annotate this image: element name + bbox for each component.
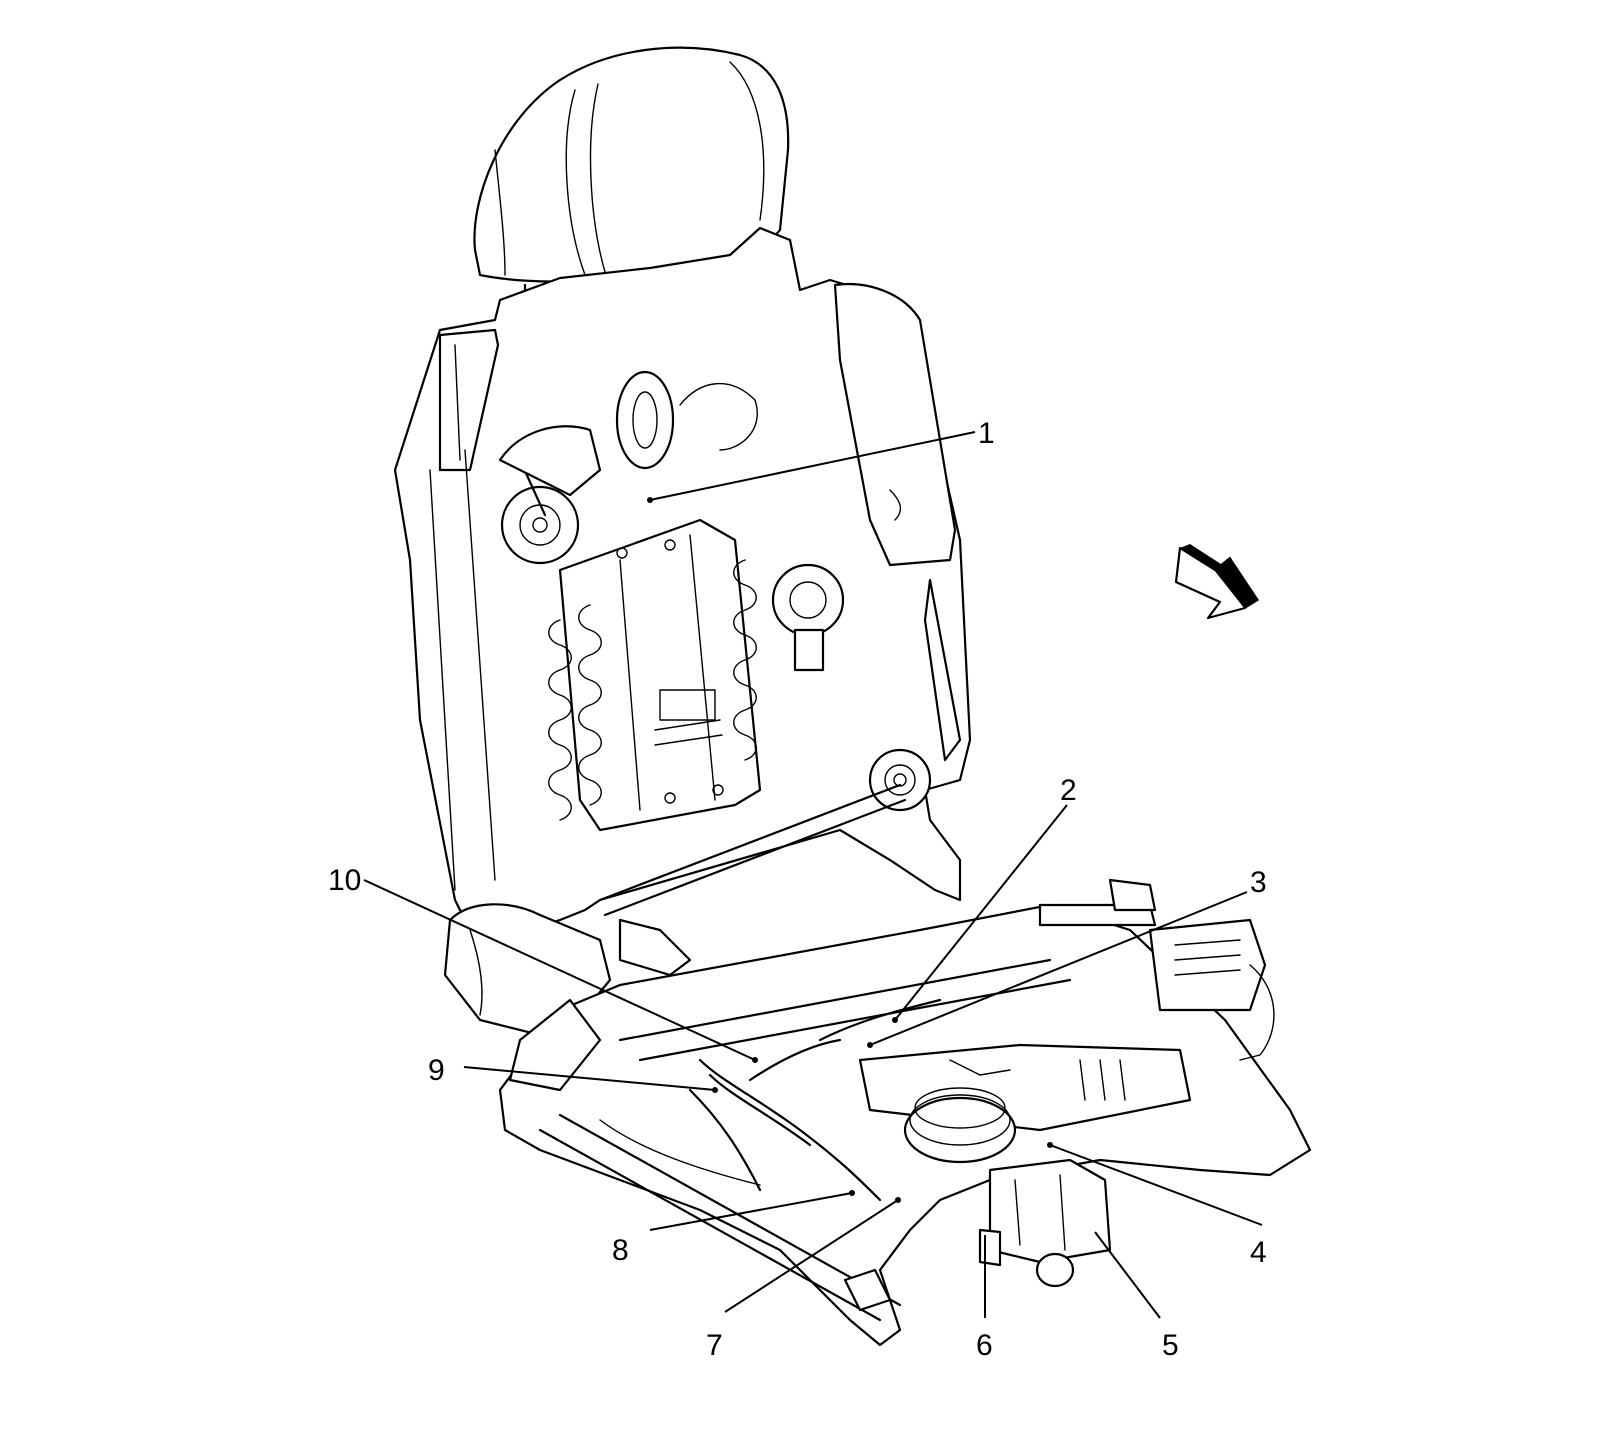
leader-10	[363, 879, 756, 1061]
callout-7: 7	[706, 1329, 723, 1362]
lumbar-support	[548, 518, 762, 832]
seat-illustration	[393, 46, 1312, 1347]
leader-2	[894, 804, 1068, 1021]
leader-3	[869, 891, 1248, 1046]
leader-9	[463, 1066, 716, 1091]
callout-10: 10	[328, 864, 361, 897]
callout-8: 8	[612, 1234, 629, 1267]
leader-5	[1094, 1231, 1161, 1319]
callout-4: 4	[1250, 1236, 1267, 1269]
recliner-mechanism	[498, 370, 932, 812]
leader-4	[1049, 1144, 1263, 1226]
cross-tube	[598, 783, 907, 917]
leader-lines	[363, 431, 1263, 1319]
callout-1: 1	[978, 417, 995, 450]
callout-3: 3	[1250, 866, 1267, 899]
leader-7	[724, 1199, 899, 1313]
leader-8	[649, 1192, 853, 1231]
callout-labels: 1 2 3 4 5 6 7 8 9 10	[328, 417, 1267, 1362]
seat-base-frame	[498, 878, 1312, 1347]
callout-6: 6	[976, 1329, 993, 1362]
callout-5: 5	[1162, 1329, 1179, 1362]
arrow-icon	[1174, 544, 1260, 620]
callout-9: 9	[428, 1054, 445, 1087]
leader-1	[649, 431, 976, 501]
callout-2: 2	[1060, 774, 1077, 807]
